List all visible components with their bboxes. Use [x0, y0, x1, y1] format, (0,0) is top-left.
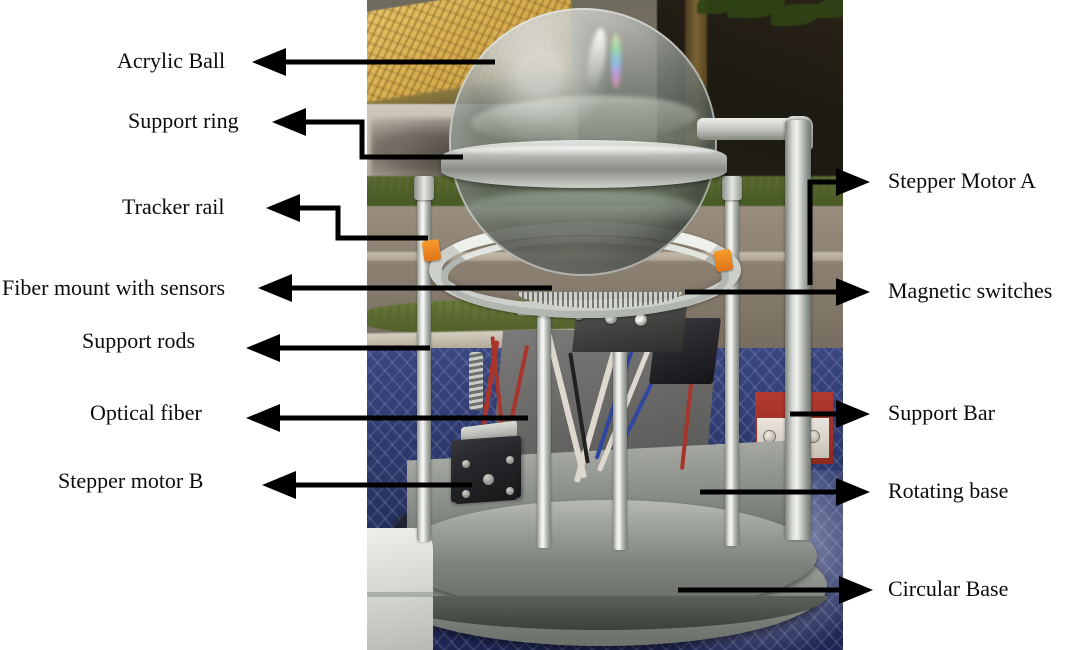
support-rod	[417, 196, 431, 542]
label-magnetic-switches: Magnetic switches	[888, 278, 1053, 303]
support-rod	[613, 318, 627, 550]
tracker-rail-teeth	[517, 292, 682, 308]
label-tracker-rail: Tracker rail	[122, 194, 225, 219]
label-support-ring: Support ring	[128, 108, 239, 133]
support-ring-highlight	[451, 146, 717, 156]
magnetic-switch-right	[713, 248, 734, 273]
motor-bolt	[462, 460, 470, 468]
motor-bolt	[462, 490, 470, 498]
label-rotating-base: Rotating base	[888, 478, 1009, 503]
foliage	[815, 0, 843, 18]
label-support-bar: Support Bar	[888, 400, 995, 425]
label-circular-base: Circular Base	[888, 576, 1009, 601]
white-equipment-box	[367, 528, 433, 650]
label-stepper-motor-b: Stepper motor B	[58, 468, 204, 493]
magnetic-switch-left	[421, 238, 442, 263]
label-stepper-motor-a: Stepper Motor A	[888, 168, 1036, 193]
foliage	[771, 4, 819, 26]
support-rod-cap	[414, 176, 434, 200]
support-rod-cap	[722, 176, 742, 200]
support-bar-top-arm	[697, 118, 807, 140]
label-optical-fiber: Optical fiber	[90, 400, 202, 425]
label-fiber-mount: Fiber mount with sensors	[2, 275, 226, 300]
motor-bolt	[506, 456, 514, 464]
motor-shaft	[483, 474, 494, 485]
label-support-rods: Support rods	[82, 328, 196, 353]
motor-bolt	[506, 487, 514, 495]
spring-coil	[469, 352, 483, 410]
foliage	[727, 0, 785, 18]
support-rod	[537, 316, 551, 548]
foliage	[697, 0, 737, 14]
support-bar-post	[785, 120, 811, 540]
apparatus-photograph	[367, 0, 843, 650]
rotating-base-front	[397, 500, 817, 612]
label-acrylic-ball: Acrylic Ball	[117, 48, 226, 73]
mount-screw	[635, 314, 647, 326]
white-box-seam	[367, 592, 433, 597]
